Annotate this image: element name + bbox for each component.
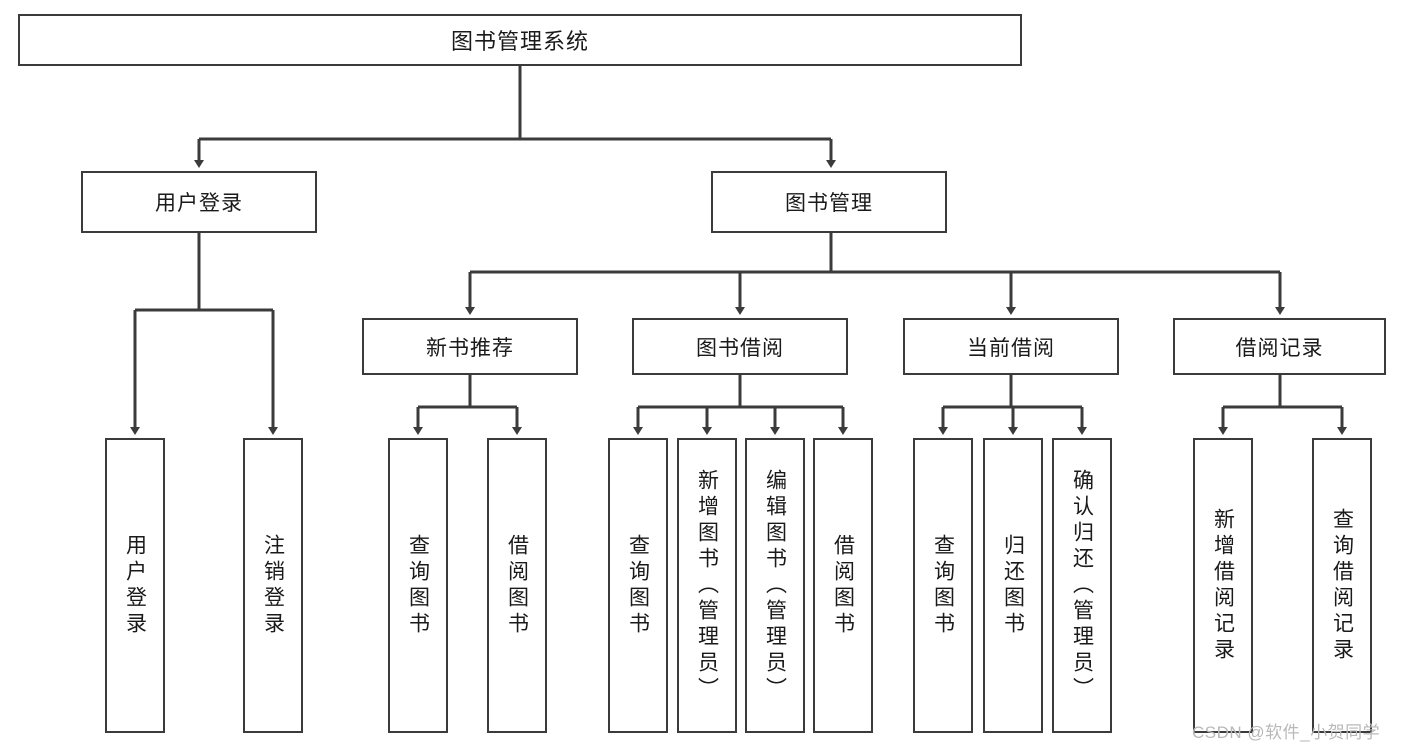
node-leaf-query-book-rec[interactable]: 查询图书 [388,438,448,733]
node-book-borrow-label: 图书借阅 [696,336,784,360]
node-leaf-confirm-return-label: 确认归还（管理员） [1070,468,1094,703]
node-leaf-user-login[interactable]: 用户登录 [105,438,165,733]
node-leaf-return-book-label: 归还图书 [1001,533,1025,638]
node-leaf-query-book-cur-label: 查询图书 [931,533,955,638]
node-leaf-user-logout[interactable]: 注销登录 [243,438,303,733]
node-leaf-add-record-label: 新增借阅记录 [1211,507,1235,664]
csdn-watermark: CSDN @软件_小贺同学 [1192,723,1381,742]
node-leaf-query-book-borrow[interactable]: 查询图书 [608,438,668,733]
node-root[interactable]: 图书管理系统 [18,14,1022,66]
node-user-login[interactable]: 用户登录 [81,171,317,233]
node-leaf-borrow-book-rec-label: 借阅图书 [505,533,529,638]
node-leaf-add-book[interactable]: 新增图书（管理员） [677,438,737,733]
node-leaf-query-book-rec-label: 查询图书 [406,533,430,638]
node-leaf-borrow-book[interactable]: 借阅图书 [813,438,873,733]
node-leaf-edit-book-label: 编辑图书（管理员） [763,468,787,703]
node-current-borrow-label: 当前借阅 [967,336,1055,360]
node-leaf-edit-book[interactable]: 编辑图书（管理员） [745,438,805,733]
node-leaf-add-book-label: 新增图书（管理员） [695,468,719,703]
node-leaf-query-book-cur[interactable]: 查询图书 [913,438,973,733]
node-borrow-record[interactable]: 借阅记录 [1173,318,1386,375]
node-leaf-return-book[interactable]: 归还图书 [983,438,1043,733]
node-book-borrow[interactable]: 图书借阅 [632,318,848,375]
node-current-borrow[interactable]: 当前借阅 [903,318,1119,375]
node-leaf-user-logout-label: 注销登录 [261,533,285,638]
node-leaf-confirm-return[interactable]: 确认归还（管理员） [1052,438,1112,733]
node-new-book-rec[interactable]: 新书推荐 [362,318,578,375]
node-leaf-user-login-label: 用户登录 [123,533,147,638]
node-leaf-add-record[interactable]: 新增借阅记录 [1193,438,1253,733]
node-leaf-query-record[interactable]: 查询借阅记录 [1312,438,1372,733]
node-borrow-record-label: 借阅记录 [1235,336,1324,360]
node-user-login-label: 用户登录 [155,192,243,215]
node-book-manage-label: 图书管理 [785,192,873,215]
node-book-manage[interactable]: 图书管理 [711,171,947,233]
node-leaf-query-record-label: 查询借阅记录 [1330,507,1354,664]
node-leaf-borrow-book-rec[interactable]: 借阅图书 [487,438,547,733]
node-leaf-borrow-book-label: 借阅图书 [831,533,855,638]
node-new-book-rec-label: 新书推荐 [426,336,514,360]
node-leaf-query-book-borrow-label: 查询图书 [626,533,650,638]
node-root-label: 图书管理系统 [450,29,589,54]
